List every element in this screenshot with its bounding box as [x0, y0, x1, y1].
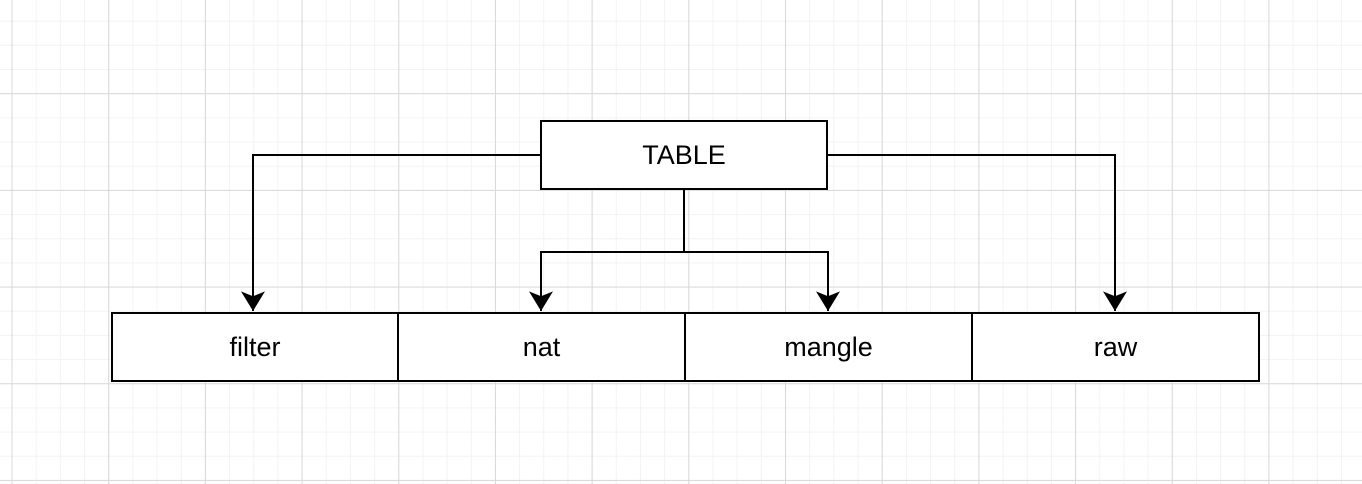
node-raw[interactable]: raw: [971, 312, 1260, 382]
node-table-label: TABLE: [642, 139, 726, 170]
node-nat[interactable]: nat: [397, 312, 686, 382]
edge-table-raw[interactable]: [828, 154, 1127, 311]
edge-table-filter[interactable]: [241, 154, 540, 311]
node-table[interactable]: TABLE: [540, 120, 828, 190]
node-filter-label: filter: [229, 331, 281, 362]
edge-table-nat[interactable]: [529, 190, 685, 311]
node-raw-label: raw: [1093, 331, 1138, 362]
node-filter[interactable]: filter: [111, 312, 399, 382]
node-mangle[interactable]: mangle: [684, 312, 973, 382]
node-mangle-label: mangle: [784, 331, 873, 362]
edge-table-mangle[interactable]: [683, 190, 840, 311]
node-nat-label: nat: [522, 331, 561, 362]
